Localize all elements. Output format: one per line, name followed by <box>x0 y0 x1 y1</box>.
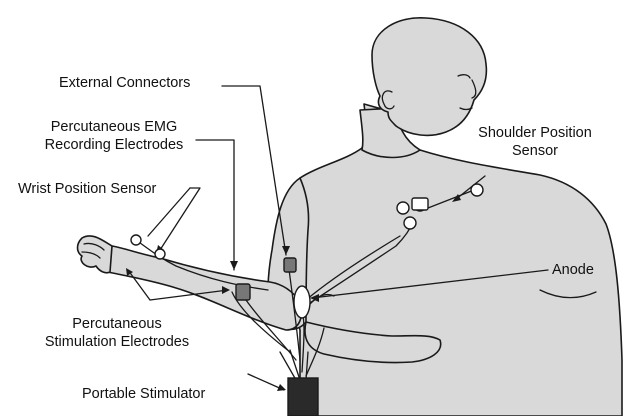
label-stim-line-1: Percutaneous <box>22 315 212 333</box>
leader-emg <box>196 140 234 270</box>
label-external-connectors: External Connectors <box>59 74 190 92</box>
label-emg-line-1: Percutaneous EMG <box>28 118 200 136</box>
label-emg-line-2: Recording Electrodes <box>28 136 200 154</box>
emg-connector <box>284 258 296 272</box>
wrist-sensor-node-2 <box>155 249 165 259</box>
label-anode: Anode <box>552 261 594 279</box>
shoulder-sensor-body <box>412 198 428 210</box>
shoulder-sensor-node-1 <box>397 202 409 214</box>
portable-stimulator-device <box>288 378 318 416</box>
label-emg-recording-electrodes: Percutaneous EMG Recording Electrodes <box>28 118 200 154</box>
label-wrist-position-sensor: Wrist Position Sensor <box>18 180 156 198</box>
label-stim-line-2: Stimulation Electrodes <box>22 333 212 351</box>
anode-pad <box>294 286 310 318</box>
leader-wrist <box>160 188 200 250</box>
stim-connector <box>236 284 250 300</box>
label-stimulation-electrodes: Percutaneous Stimulation Electrodes <box>22 315 212 351</box>
label-shoulder-line-2: Sensor <box>470 142 600 160</box>
label-shoulder-position-sensor: Shoulder Position Sensor <box>470 124 600 160</box>
label-shoulder-line-1: Shoulder Position <box>470 124 600 142</box>
shoulder-sensor-node-4 <box>471 184 483 196</box>
label-portable-stimulator: Portable Stimulator <box>82 385 205 403</box>
wrist-sensor-node-1 <box>131 235 141 245</box>
shoulder-sensor-node-3 <box>404 217 416 229</box>
arrow-emg <box>230 261 238 270</box>
